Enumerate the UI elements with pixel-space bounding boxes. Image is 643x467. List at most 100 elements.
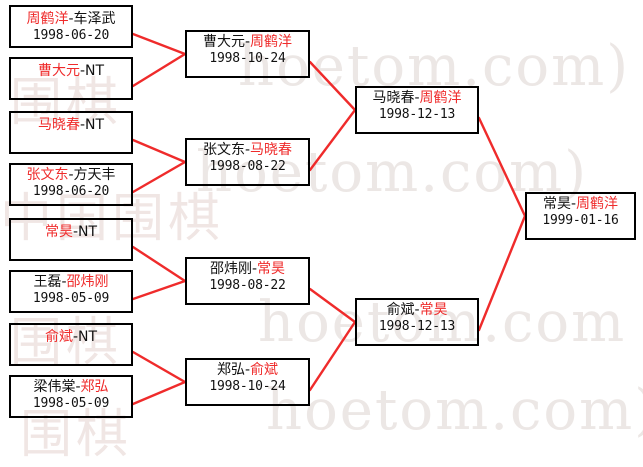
match-date: 1998-05-09 [32, 395, 110, 411]
name-separator: - [61, 274, 67, 290]
name-separator: - [414, 302, 420, 318]
connector-r2m4-r3m2 [308, 320, 357, 392]
loser-name: 常昊 [542, 196, 571, 212]
name-separator: - [75, 379, 81, 395]
match-players: 邵炜刚-常昊 [209, 261, 286, 278]
match-players: 马晓春-周鹤洋 [372, 90, 462, 107]
connector-r1m4-r2m2 [131, 160, 187, 194]
match-players: 曹大元-NT [37, 63, 105, 80]
name-separator: - [414, 90, 420, 106]
connector-r2m2-r3m1 [308, 108, 357, 172]
match-players: 张文东-马晓春 [202, 142, 293, 159]
match-players: 马晓春-NT [37, 117, 105, 134]
connector-r1m7-r2m4 [131, 350, 187, 384]
name-separator: - [570, 196, 577, 212]
name-separator: - [244, 34, 251, 50]
name-separator: - [72, 224, 79, 240]
match-date: 1998-05-09 [32, 290, 110, 306]
winner-name: 俞斌 [250, 362, 279, 378]
connector-r1m3-r2m2 [131, 138, 187, 164]
match-players: 俞斌-NT [44, 329, 98, 346]
match-players: 郑弘-俞斌 [217, 362, 279, 379]
name-separator: - [79, 63, 86, 79]
loser-name: NT [85, 117, 105, 133]
match-box[interactable]: 张文东-方天丰 1998-06-20 [9, 163, 133, 206]
loser-name: 俞斌 [386, 302, 415, 318]
match-date: 1998-08-22 [209, 277, 286, 293]
connector-r2m3-r3m2 [308, 287, 357, 324]
loser-name: 曹大元 [202, 34, 245, 50]
name-separator: - [79, 117, 86, 133]
tournament-bracket: hoetom.com) hoetom.com) hoetom.com hoeto… [0, 5, 643, 465]
match-box[interactable]: 周鹤洋-车泽武 1998-06-20 [9, 5, 133, 48]
winner-name: 常昊 [44, 224, 73, 240]
loser-name: 马晓春 [372, 90, 415, 106]
connector-r1m6-r2m3 [131, 279, 187, 301]
match-date: 1998-12-13 [378, 106, 456, 122]
winner-name: 曹大元 [37, 63, 80, 79]
winner-name: 俞斌 [44, 329, 73, 345]
winner-name: 周鹤洋 [576, 196, 619, 212]
connector-r3m2-final [477, 214, 527, 332]
match-box[interactable]: 邵炜刚-常昊 1998-08-22 [185, 257, 310, 305]
match-box[interactable]: 常昊-NT [9, 218, 133, 261]
name-separator: - [244, 362, 251, 378]
winner-name: 常昊 [257, 261, 286, 277]
match-date: 1998-12-13 [378, 318, 456, 334]
match-box[interactable]: 郑弘-俞斌 1998-10-24 [185, 358, 310, 406]
name-separator: - [72, 329, 79, 345]
loser-name: 邵炜刚 [209, 261, 252, 277]
match-box[interactable]: 马晓春-NT [9, 111, 133, 154]
connector-r3m1-final [477, 116, 527, 218]
match-players: 俞斌-常昊 [386, 302, 448, 319]
winner-name: 郑弘 [80, 379, 109, 395]
loser-name: 方天丰 [73, 167, 116, 183]
winner-name: 周鹤洋 [250, 34, 293, 50]
match-players: 常昊-周鹤洋 [542, 196, 619, 213]
connector-r2m1-r3m1 [308, 60, 357, 112]
winner-name: 周鹤洋 [419, 90, 462, 106]
match-box-final[interactable]: 常昊-周鹤洋 1999-01-16 [525, 192, 636, 240]
name-separator: - [251, 261, 258, 277]
match-date: 1998-06-20 [32, 27, 110, 43]
loser-name: 张文东 [202, 142, 245, 158]
match-players: 常昊-NT [44, 224, 98, 241]
match-date: 1998-10-24 [209, 378, 286, 394]
match-box[interactable]: 俞斌-常昊 1998-12-13 [355, 298, 479, 346]
match-box[interactable]: 王磊-邵炜刚 1998-05-09 [9, 270, 133, 313]
match-players: 周鹤洋-车泽武 [26, 11, 116, 28]
bracket-connectors [131, 32, 527, 406]
winner-name: 马晓春 [250, 142, 293, 158]
match-box[interactable]: 马晓春-周鹤洋 1998-12-13 [355, 86, 479, 134]
match-date: 1998-06-20 [32, 183, 110, 199]
match-players: 梁伟棠-郑弘 [33, 379, 109, 396]
match-box[interactable]: 张文东-马晓春 1998-08-22 [185, 138, 310, 186]
name-separator: - [244, 142, 251, 158]
loser-name: NT [85, 63, 105, 79]
match-players: 曹大元-周鹤洋 [202, 34, 293, 51]
connector-r1m1-r2m1 [131, 32, 187, 56]
name-separator: - [68, 11, 74, 27]
winner-name: 邵炜刚 [66, 274, 109, 290]
match-date: 1999-01-16 [542, 212, 619, 228]
winner-name: 马晓春 [37, 117, 80, 133]
loser-name: 王磊 [33, 274, 62, 290]
match-players: 张文东-方天丰 [26, 167, 116, 184]
loser-name: 车泽武 [73, 11, 116, 27]
match-box[interactable]: 曹大元-NT [9, 57, 133, 100]
match-box[interactable]: 梁伟棠-郑弘 1998-05-09 [9, 375, 133, 418]
match-date: 1998-10-24 [209, 50, 286, 66]
loser-name: NT [78, 224, 98, 240]
connector-r1m5-r2m3 [131, 245, 187, 283]
connector-r1m2-r2m1 [131, 52, 187, 88]
winner-name: 常昊 [419, 302, 448, 318]
match-box[interactable]: 俞斌-NT [9, 323, 133, 366]
winner-name: 周鹤洋 [26, 11, 69, 27]
match-box[interactable]: 曹大元-周鹤洋 1998-10-24 [185, 30, 310, 78]
winner-name: 张文东 [26, 167, 69, 183]
match-players: 王磊-邵炜刚 [33, 274, 109, 291]
name-separator: - [68, 167, 74, 183]
connector-r1m8-r2m4 [131, 380, 187, 406]
loser-name: NT [78, 329, 98, 345]
loser-name: 梁伟棠 [33, 379, 76, 395]
